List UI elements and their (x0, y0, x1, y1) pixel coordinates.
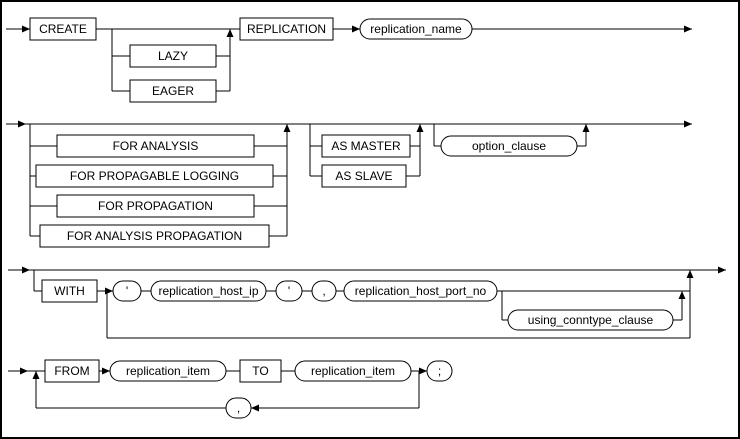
semicolon-terminator-label: ; (438, 364, 441, 378)
replication-name-label: replication_name (370, 22, 462, 36)
with-keyword-box (41, 279, 98, 303)
replication-item-dst-label: replication_item (311, 364, 395, 378)
using-conntype-clause-label: using_conntype_clause (528, 313, 654, 327)
replication-name-oval (359, 18, 473, 40)
replication-item-src-oval (109, 360, 227, 382)
lazy-keyword-label: LAZY (158, 49, 188, 63)
replication-host-ip-oval (150, 280, 267, 302)
to-keyword-box (239, 359, 282, 383)
to-keyword-label: TO (252, 364, 268, 378)
as-slave-keyword-label: AS SLAVE (335, 169, 392, 183)
for-analysis-keyword-box (56, 134, 255, 158)
as-slave-keyword-box (321, 164, 407, 188)
option-clause-oval (440, 135, 578, 157)
replication-item-src-label: replication_item (126, 364, 210, 378)
replication-host-ip-label: replication_host_ip (158, 284, 258, 298)
for-analysis-propagation-keyword-label: FOR ANALYSIS PROPAGATION (67, 229, 242, 243)
row1-arrowheads (22, 25, 692, 37)
for-propagable-logging-keyword-label: FOR PROPAGABLE LOGGING (70, 169, 239, 183)
replication-keyword-label: REPLICATION (247, 22, 326, 36)
comma-separator-label: , (322, 284, 325, 298)
eager-keyword-label: EAGER (152, 84, 194, 98)
replication-host-port-no-oval (343, 280, 498, 302)
create-keyword-label: CREATE (39, 22, 87, 36)
quote-close-label: ' (288, 284, 290, 298)
option-clause-label: option_clause (472, 139, 546, 153)
for-propagable-logging-keyword-box (35, 164, 274, 188)
comma-loop-label: , (237, 401, 240, 415)
lazy-keyword-box (129, 44, 217, 68)
row2-wires (6, 123, 692, 237)
using-conntype-clause-oval (507, 309, 674, 331)
for-propagation-keyword-box (56, 194, 255, 218)
quote-close-oval (275, 280, 303, 302)
eager-keyword-box (129, 79, 217, 103)
row4-from-clause: FROM replication_item TO replication_ite… (8, 359, 453, 419)
replication-host-port-no-label: replication_host_port_no (355, 284, 487, 298)
replication-item-dst-oval (294, 360, 412, 382)
row3-with-clause: WITH ' replication_host_ip ' , replicati… (8, 266, 726, 339)
row2-options-clause: FOR ANALYSIS FOR PROPAGABLE LOGGING FOR … (6, 120, 692, 248)
as-master-keyword-label: AS MASTER (331, 139, 401, 153)
row1-wires (6, 28, 692, 92)
from-keyword-box (44, 359, 100, 383)
quote-open-oval (112, 280, 142, 302)
comma-loop-oval (225, 397, 252, 419)
from-keyword-label: FROM (54, 364, 89, 378)
row2-arrowheads (18, 120, 692, 132)
comma-separator-oval (311, 280, 337, 302)
replication-keyword-box (239, 17, 334, 41)
for-analysis-propagation-keyword-box (39, 224, 270, 248)
as-master-keyword-box (321, 134, 411, 158)
for-propagation-keyword-label: FOR PROPAGATION (98, 199, 213, 213)
for-analysis-keyword-label: FOR ANALYSIS (113, 139, 199, 153)
row1-create-clause: CREATE LAZY EAGER REPLICATION replicatio… (6, 17, 692, 103)
semicolon-terminator-oval (426, 360, 453, 382)
quote-open-label: ' (126, 284, 128, 298)
create-keyword-box (29, 17, 97, 41)
with-keyword-label: WITH (54, 284, 85, 298)
